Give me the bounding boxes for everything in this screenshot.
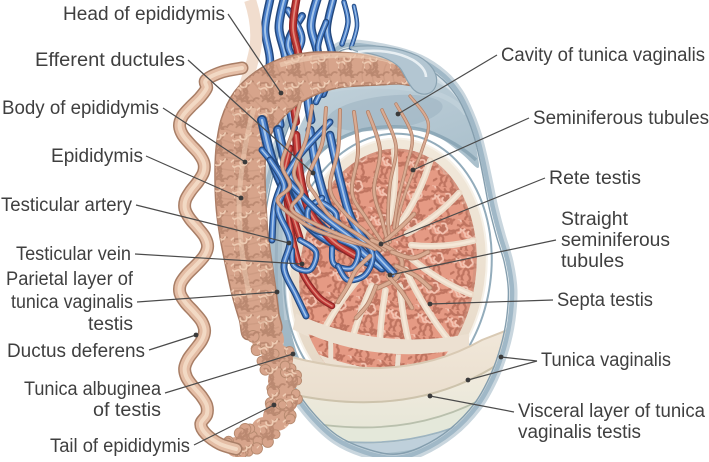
svg-text:Septa testis: Septa testis (557, 290, 653, 311)
svg-text:Rete testis: Rete testis (549, 168, 641, 189)
svg-text:Testicular vein: Testicular vein (16, 244, 131, 265)
svg-text:of testis: of testis (93, 400, 161, 421)
svg-text:Ductus deferens: Ductus deferens (7, 341, 145, 362)
svg-text:seminiferous: seminiferous (561, 230, 670, 251)
svg-text:Straight: Straight (561, 209, 629, 230)
svg-text:Visceral layer of tunica: Visceral layer of tunica (518, 401, 705, 422)
svg-text:Epididymis: Epididymis (51, 146, 143, 167)
svg-text:Body of epididymis: Body of epididymis (2, 98, 159, 119)
svg-text:Head of epididymis: Head of epididymis (63, 4, 225, 25)
svg-text:Testicular artery: Testicular artery (1, 195, 132, 216)
svg-text:Tunica albuginea: Tunica albuginea (24, 379, 161, 400)
svg-text:tunica vaginalis: tunica vaginalis (11, 292, 133, 313)
svg-text:Parietal layer of: Parietal layer of (6, 269, 134, 290)
svg-text:Seminiferous tubules: Seminiferous tubules (533, 108, 709, 129)
svg-text:vaginalis testis: vaginalis testis (518, 422, 641, 443)
svg-text:Efferent ductules: Efferent ductules (35, 50, 185, 71)
svg-text:Tunica vaginalis: Tunica vaginalis (541, 350, 671, 371)
svg-text:Tail of epididymis: Tail of epididymis (50, 436, 190, 457)
svg-text:testis: testis (88, 314, 133, 335)
svg-text:tubules: tubules (561, 251, 624, 272)
svg-text:Cavity of tunica vaginalis: Cavity of tunica vaginalis (501, 45, 705, 66)
